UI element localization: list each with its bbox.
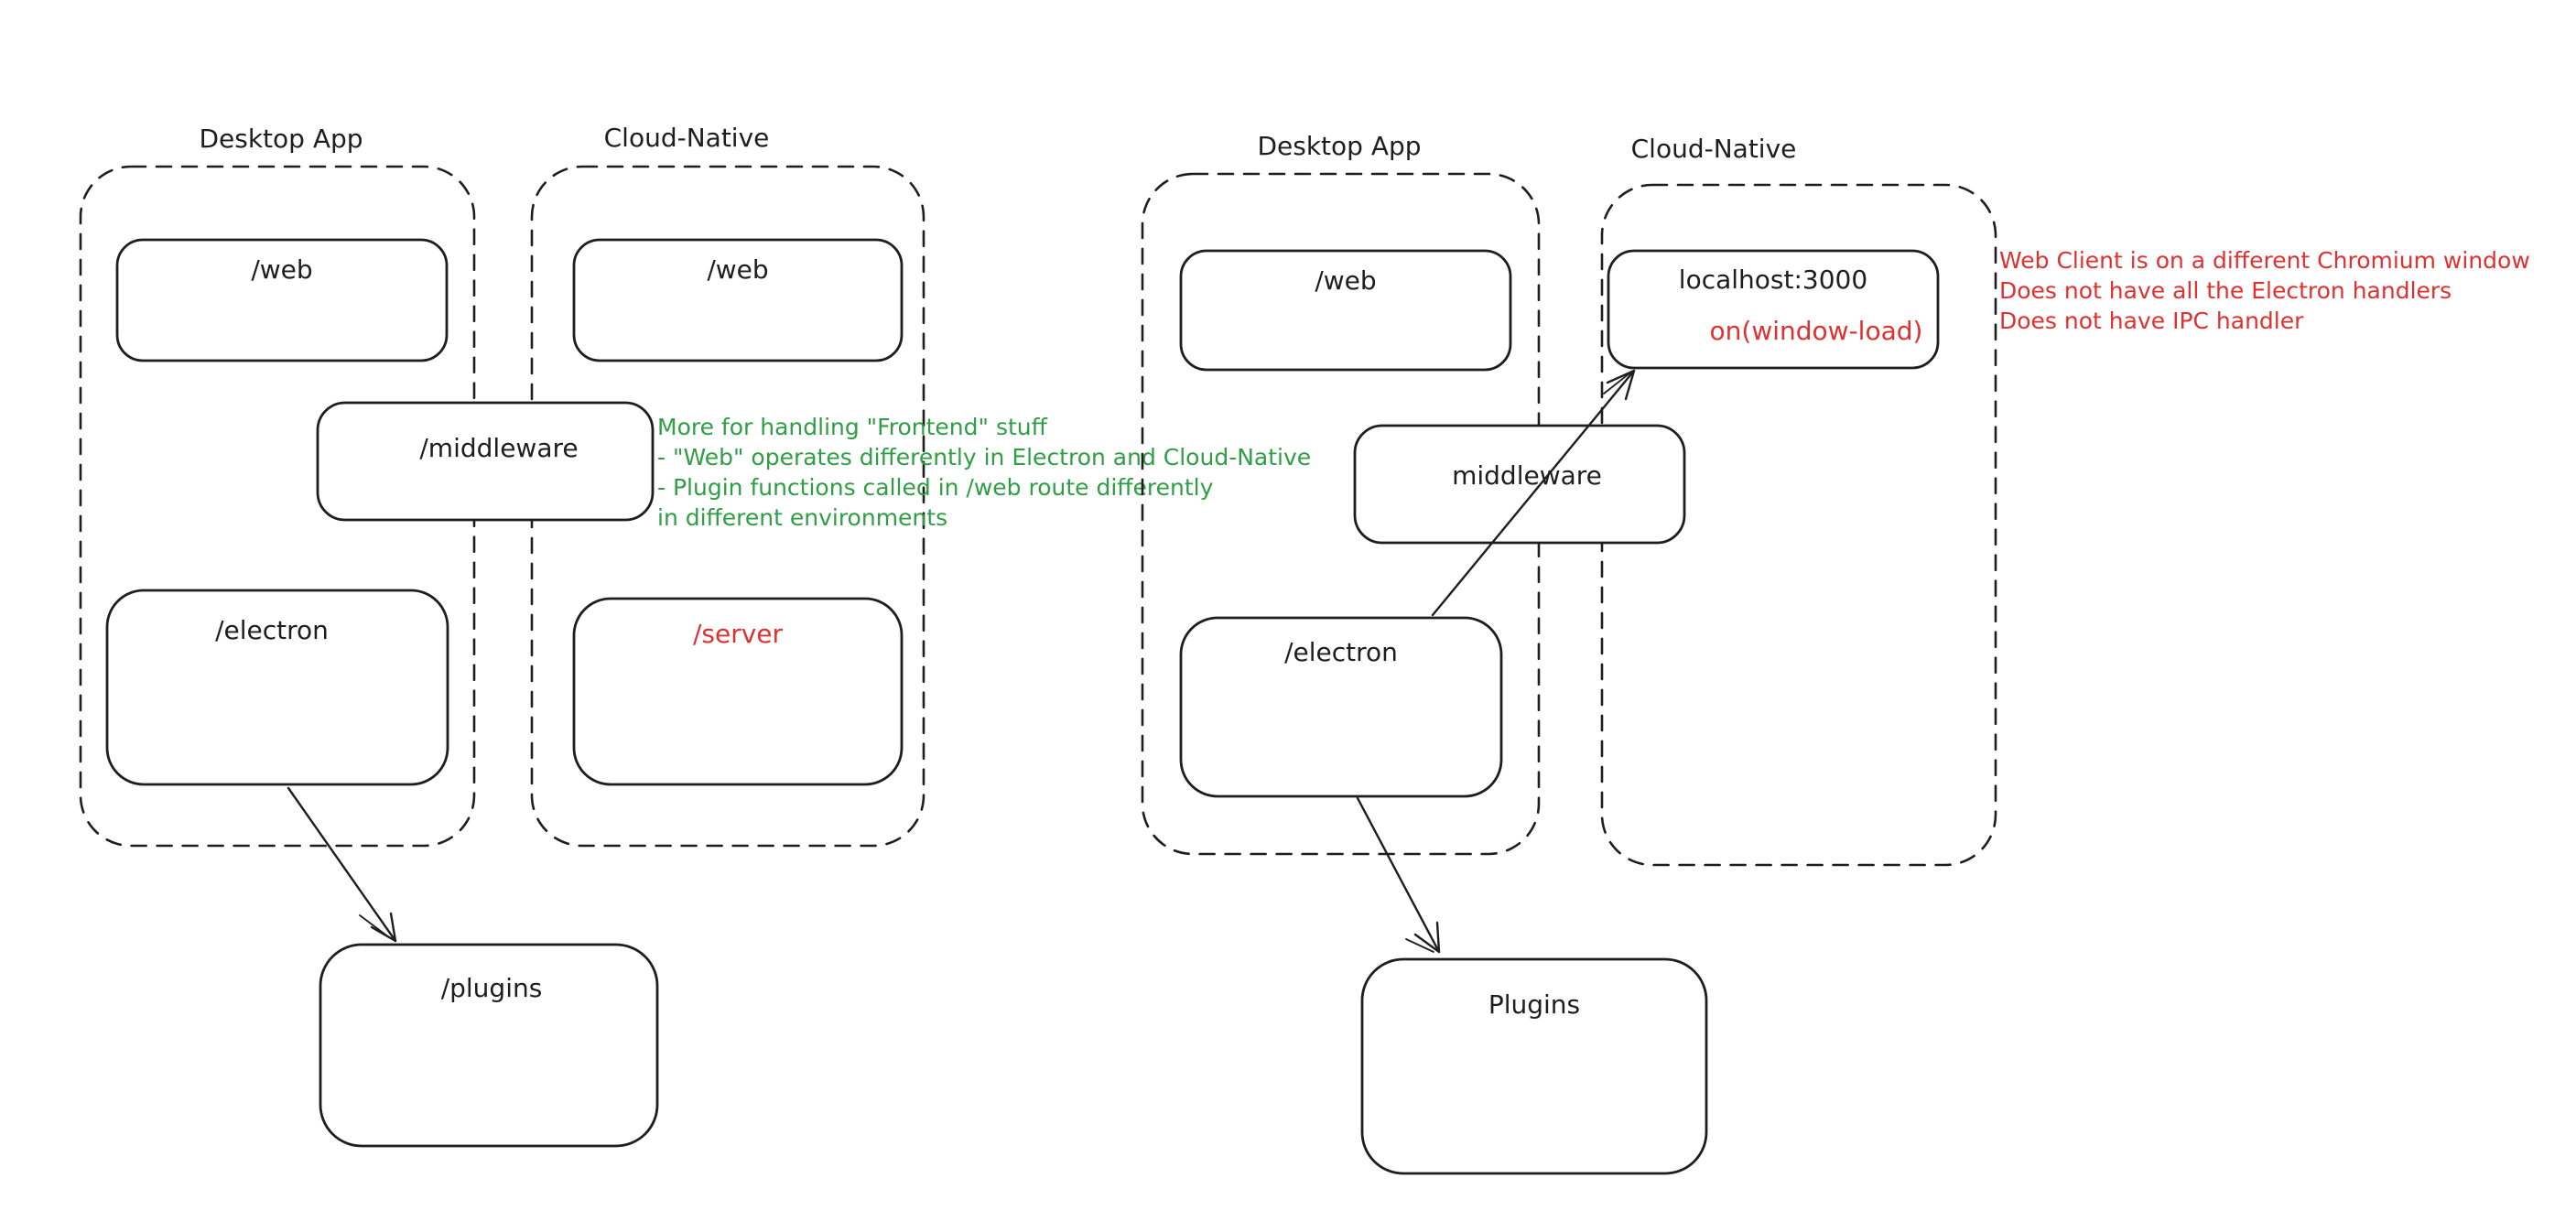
red-note-line-3: Does not have IPC handler (1999, 308, 2304, 334)
green-note: More for handling "Frontend" stuff - "We… (657, 414, 1311, 531)
left-plugins-label: /plugins (441, 973, 543, 1003)
left-cloud-label: Cloud-Native (604, 123, 770, 153)
left-web-cloud-label: /web (707, 254, 768, 285)
arrow-line (1431, 369, 1636, 617)
right-window-load-label: on(window-load) (1710, 316, 1923, 346)
right-web-label: /web (1315, 265, 1376, 296)
left-web-cloud-box (572, 238, 904, 362)
right-middleware-label: middleware (1452, 460, 1602, 491)
red-note: Web Client is on a different Chromium wi… (1999, 247, 2530, 334)
right-cloud-label: Cloud-Native (1631, 134, 1797, 164)
right-plugins-box (1360, 957, 1708, 1175)
right-electron-localhost-arrow (1431, 369, 1636, 617)
right-desktop-label: Desktop App (1257, 131, 1421, 161)
left-desktop-container (79, 165, 476, 848)
green-note-line-4: in different environments (657, 504, 947, 531)
arrow-head-sketch (1405, 938, 1434, 953)
left-middleware-label: /middleware (419, 433, 578, 463)
right-web-box (1179, 249, 1512, 372)
red-note-line-2: Does not have all the Electron handlers (1999, 277, 2452, 304)
right-plugins-label: Plugins (1488, 989, 1580, 1020)
left-electron-plugins-arrow (287, 786, 397, 943)
arrow-line (1356, 796, 1441, 954)
right-desktop-container (1141, 172, 1541, 856)
arrow-head-sketch (359, 914, 390, 938)
right-electron-label: /electron (1284, 637, 1398, 667)
left-middleware-box (316, 401, 655, 522)
left-plugins-box (319, 943, 659, 1148)
red-note-line-1: Web Client is on a different Chromium wi… (1999, 247, 2530, 274)
left-server-label: /server (693, 619, 784, 649)
left-web-desktop-label: /web (251, 254, 312, 285)
arrow-head (1606, 369, 1636, 401)
left-desktop-label: Desktop App (199, 124, 363, 154)
right-electron-plugins-arrow (1356, 796, 1441, 954)
right-electron-box (1179, 616, 1503, 798)
left-electron-label: /electron (215, 615, 329, 645)
right-middleware-box (1353, 424, 1686, 545)
left-electron-box (105, 589, 449, 786)
arrow-head (370, 912, 397, 943)
right-localhost-box (1607, 249, 1940, 370)
right-localhost-label: localhost:3000 (1679, 265, 1867, 295)
arrow-head (1413, 921, 1441, 954)
green-note-line-2: - "Web" operates differently in Electron… (657, 444, 1311, 470)
left-web-desktop-box (115, 238, 449, 362)
left-server-box (572, 597, 904, 786)
green-note-line-3: - Plugin functions called in /web route … (657, 474, 1214, 501)
green-note-line-1: More for handling "Frontend" stuff (657, 414, 1048, 440)
arrow-head-sketch (1603, 373, 1630, 394)
arrow-line (287, 786, 397, 943)
